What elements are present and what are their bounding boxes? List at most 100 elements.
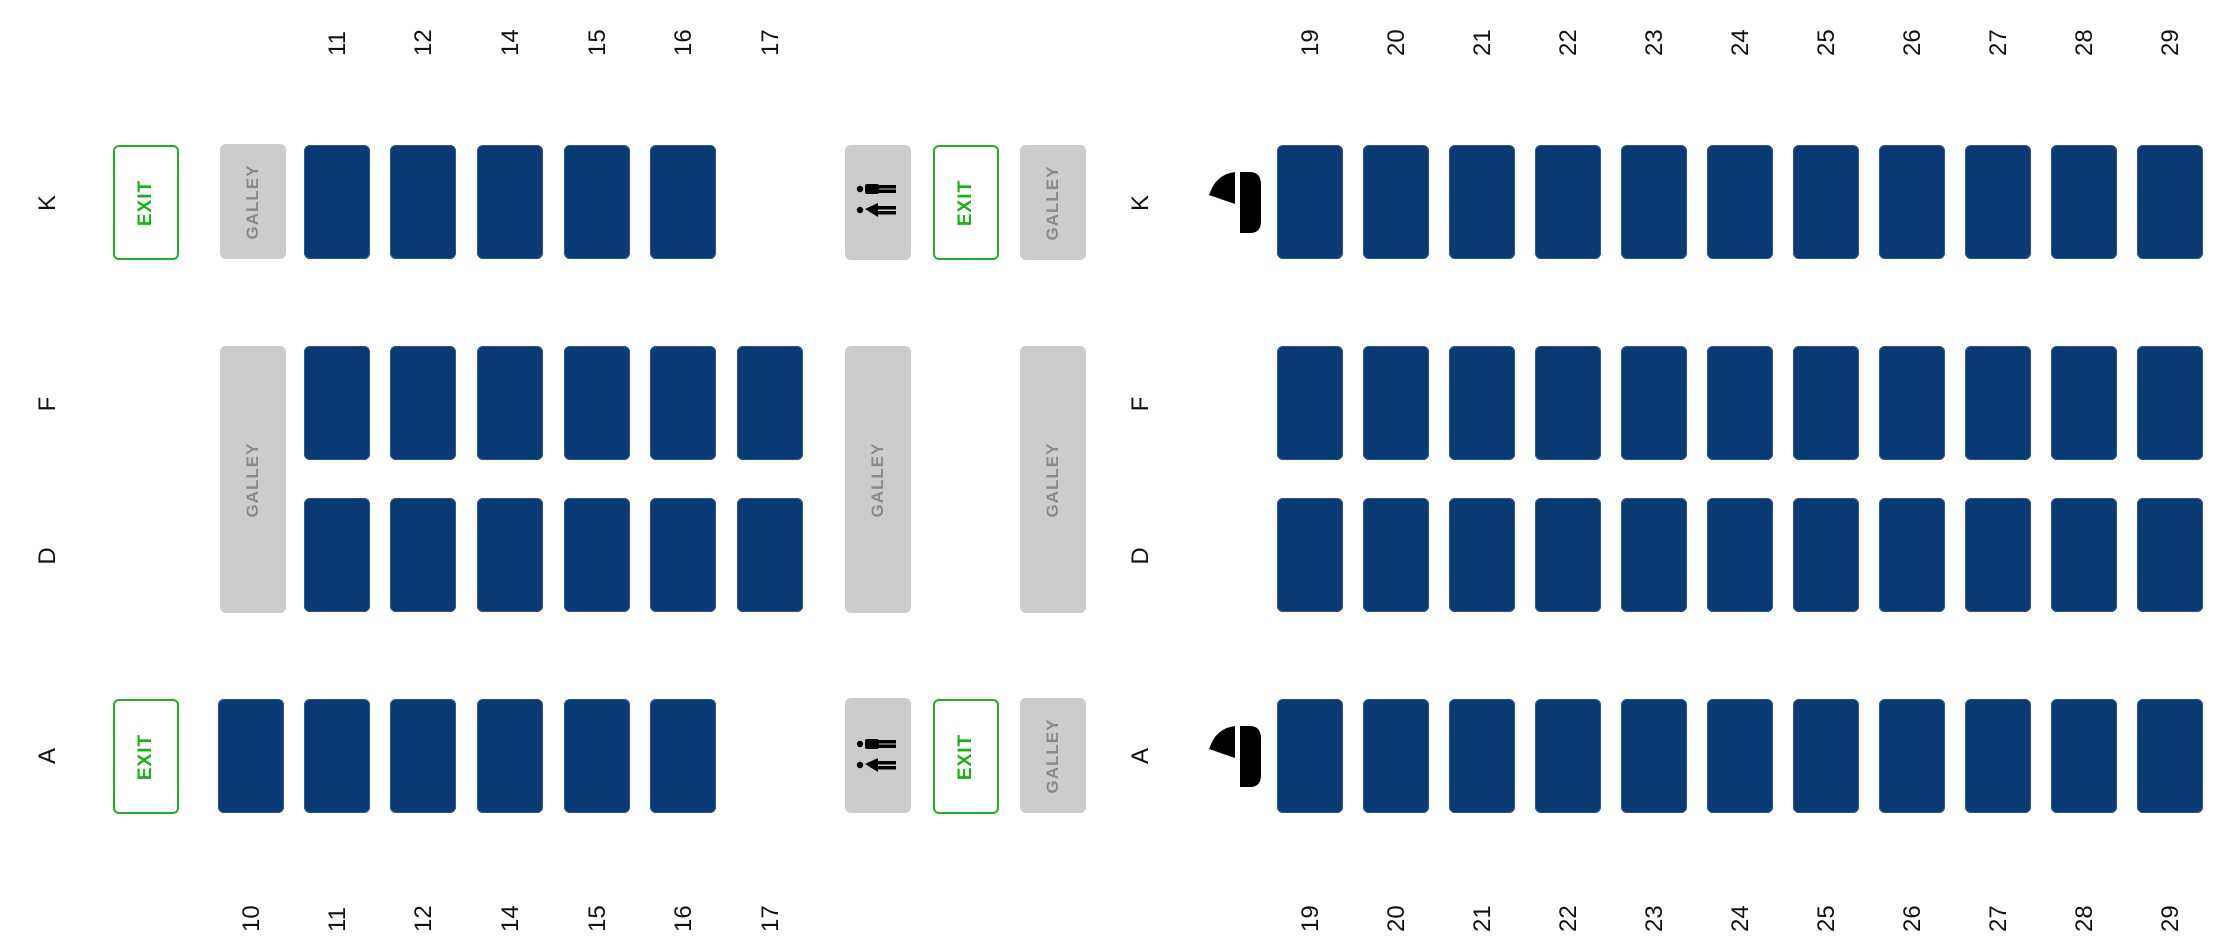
seat-28a[interactable]: [2051, 699, 2117, 813]
seat-20a[interactable]: [1363, 699, 1429, 813]
column-label-bottom-22: 22: [1555, 905, 1582, 932]
galley-label: GALLEY: [1043, 165, 1062, 240]
column-label-bottom-10: 10: [238, 905, 265, 932]
galley-mid-a: GALLEY: [1020, 698, 1086, 813]
seat-22a[interactable]: [1535, 699, 1601, 813]
seat-16a[interactable]: [650, 699, 716, 813]
seat-24k[interactable]: [1707, 145, 1773, 259]
seat-25f[interactable]: [1793, 346, 1859, 460]
seat-25d[interactable]: [1793, 498, 1859, 612]
seat-21d[interactable]: [1449, 498, 1515, 612]
seat-29a[interactable]: [2137, 699, 2203, 813]
column-label-top-20: 20: [1383, 29, 1410, 56]
galley-label: GALLEY: [243, 442, 262, 517]
seat-20d[interactable]: [1363, 498, 1429, 612]
row-letter-d: D: [34, 547, 61, 565]
column-label-bottom-29: 29: [2157, 905, 2184, 932]
seat-12a[interactable]: [390, 699, 456, 813]
column-label-bottom-16: 16: [670, 905, 697, 932]
column-label-bottom-28: 28: [2071, 905, 2098, 932]
seat-17f[interactable]: [737, 346, 803, 460]
exit-label: EXIT: [135, 733, 156, 780]
seat-26a[interactable]: [1879, 699, 1945, 813]
seat-11d[interactable]: [304, 498, 370, 612]
seat-25a[interactable]: [1793, 699, 1859, 813]
seat-20k[interactable]: [1363, 145, 1429, 259]
seat-22k[interactable]: [1535, 145, 1601, 259]
seat-26k[interactable]: [1879, 145, 1945, 259]
seat-28d[interactable]: [2051, 498, 2117, 612]
column-label-top-19: 19: [1297, 29, 1324, 56]
seat-15k[interactable]: [564, 145, 630, 259]
seat-27f[interactable]: [1965, 346, 2031, 460]
column-label-top-12: 12: [410, 29, 437, 56]
seat-23d[interactable]: [1621, 498, 1687, 612]
seat-14a[interactable]: [477, 699, 543, 813]
column-label-bottom-12: 12: [410, 905, 437, 932]
seat-15d[interactable]: [564, 498, 630, 612]
seat-21a[interactable]: [1449, 699, 1515, 813]
row-letter-a: A: [34, 748, 61, 765]
seat-11k[interactable]: [304, 145, 370, 259]
seat-14d[interactable]: [477, 498, 543, 612]
seat-15f[interactable]: [564, 346, 630, 460]
seat-26f[interactable]: [1879, 346, 1945, 460]
seat-29f[interactable]: [2137, 346, 2203, 460]
seat-21k[interactable]: [1449, 145, 1515, 259]
seat-14k[interactable]: [477, 145, 543, 259]
seat-16f[interactable]: [650, 346, 716, 460]
column-label-top-15: 15: [584, 29, 611, 56]
seat-19d[interactable]: [1277, 498, 1343, 612]
seat-22f[interactable]: [1535, 346, 1601, 460]
seat-21f[interactable]: [1449, 346, 1515, 460]
seat-28f[interactable]: [2051, 346, 2117, 460]
seat-11f[interactable]: [304, 346, 370, 460]
seat-20f[interactable]: [1363, 346, 1429, 460]
seat-19k[interactable]: [1277, 145, 1343, 259]
exit-label: EXIT: [135, 179, 156, 226]
seat-25k[interactable]: [1793, 145, 1859, 259]
seat-22d[interactable]: [1535, 498, 1601, 612]
row-letter-k: K: [34, 195, 61, 212]
seat-26d[interactable]: [1879, 498, 1945, 612]
seat-16d[interactable]: [650, 498, 716, 612]
column-label-bottom-27: 27: [1985, 905, 2012, 932]
lavatory-icon: [856, 739, 896, 772]
column-label-bottom-19: 19: [1297, 905, 1324, 932]
seat-12k[interactable]: [390, 145, 456, 259]
seat-17d[interactable]: [737, 498, 803, 612]
seat-27d[interactable]: [1965, 498, 2031, 612]
seat-12d[interactable]: [390, 498, 456, 612]
column-label-top-29: 29: [2157, 29, 2184, 56]
seat-27k[interactable]: [1965, 145, 2031, 259]
seat-24d[interactable]: [1707, 498, 1773, 612]
seat-11a[interactable]: [304, 699, 370, 813]
seat-24a[interactable]: [1707, 699, 1773, 813]
seat-15a[interactable]: [564, 699, 630, 813]
seat-23f[interactable]: [1621, 346, 1687, 460]
seat-19f[interactable]: [1277, 346, 1343, 460]
column-label-bottom-23: 23: [1641, 905, 1668, 932]
seat-19a[interactable]: [1277, 699, 1343, 813]
exit-marker-mid-k: EXIT: [933, 145, 999, 260]
lavatory-a: [845, 698, 911, 813]
lavatory-k: [845, 145, 911, 260]
seat-16k[interactable]: [650, 145, 716, 259]
seat-29d[interactable]: [2137, 498, 2203, 612]
seat-29k[interactable]: [2137, 145, 2203, 259]
seat-12f[interactable]: [390, 346, 456, 460]
column-label-top-11: 11: [324, 31, 351, 56]
seat-27a[interactable]: [1965, 699, 2031, 813]
seat-23k[interactable]: [1621, 145, 1687, 259]
bassinet-icon: [1209, 726, 1261, 787]
seat-23a[interactable]: [1621, 699, 1687, 813]
seat-10a[interactable]: [218, 699, 284, 813]
exit-marker-mid-a: EXIT: [933, 699, 999, 814]
seat-24f[interactable]: [1707, 346, 1773, 460]
exit-label: EXIT: [955, 179, 976, 226]
seat-28k[interactable]: [2051, 145, 2117, 259]
galley-label: GALLEY: [243, 164, 262, 239]
column-label-top-17: 17: [757, 29, 784, 56]
column-label-top-23: 23: [1641, 29, 1668, 56]
seat-14f[interactable]: [477, 346, 543, 460]
